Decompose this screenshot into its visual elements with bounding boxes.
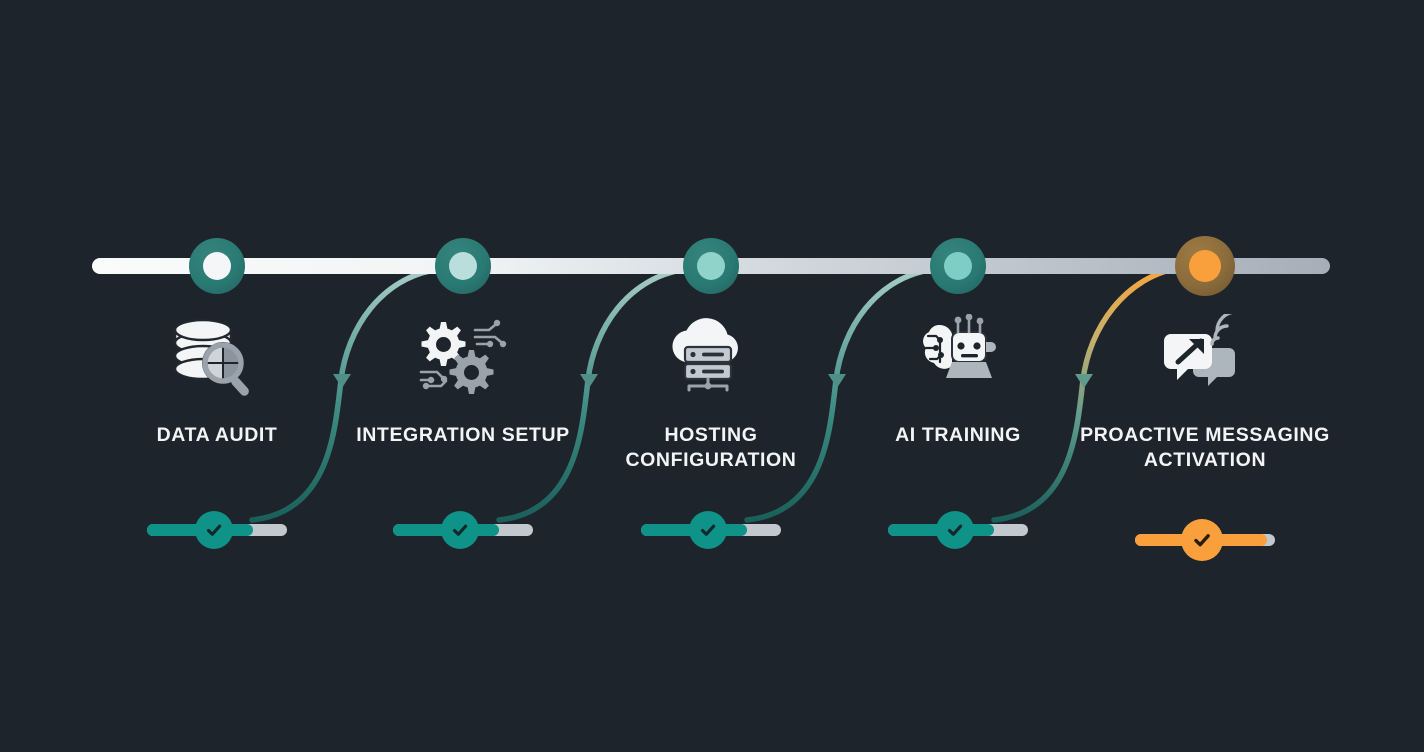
step-label: Hosting Configuration: [625, 424, 797, 471]
step-label: Data Audit: [156, 424, 278, 446]
step-proactive-messaging-activation[interactable]: Proactive Messaging Activation: [1080, 236, 1330, 561]
node-integration-setup[interactable]: [435, 238, 491, 294]
node-ai-training[interactable]: [930, 238, 986, 294]
progress-check-icon: [936, 511, 974, 549]
node-data-audit[interactable]: [189, 238, 245, 294]
node-core: [1189, 250, 1221, 282]
progress-check-icon: [1181, 519, 1223, 561]
gears-circuit-icon: [403, 316, 523, 396]
progress-ai-training[interactable]: [888, 508, 1028, 552]
cloud-server-icon: [651, 316, 771, 396]
progress-hosting-configuration[interactable]: [641, 508, 781, 552]
brain-robot-icon: [898, 314, 1018, 396]
step-integration-setup[interactable]: Integration Setup: [338, 238, 588, 558]
node-core: [203, 252, 231, 280]
node-core: [449, 252, 477, 280]
progress-integration-setup[interactable]: [393, 508, 533, 552]
node-core: [944, 252, 972, 280]
step-ai-training[interactable]: AI Training: [833, 238, 1083, 558]
progress-check-icon: [195, 511, 233, 549]
step-label: Proactive Messaging Activation: [1080, 424, 1330, 471]
node-core: [697, 252, 725, 280]
progress-check-icon: [689, 511, 727, 549]
step-label: Integration Setup: [356, 424, 570, 446]
chat-broadcast-icon: [1145, 314, 1265, 396]
step-hosting-configuration[interactable]: Hosting Configuration: [586, 238, 836, 558]
database-search-icon: [157, 316, 277, 396]
node-proactive-messaging-activation[interactable]: [1175, 236, 1235, 296]
node-hosting-configuration[interactable]: [683, 238, 739, 294]
step-data-audit[interactable]: Data Audit: [92, 238, 342, 558]
step-label: AI Training: [895, 424, 1021, 446]
progress-proactive-messaging-activation[interactable]: [1135, 518, 1275, 562]
progress-check-icon: [441, 511, 479, 549]
progress-data-audit[interactable]: [147, 508, 287, 552]
